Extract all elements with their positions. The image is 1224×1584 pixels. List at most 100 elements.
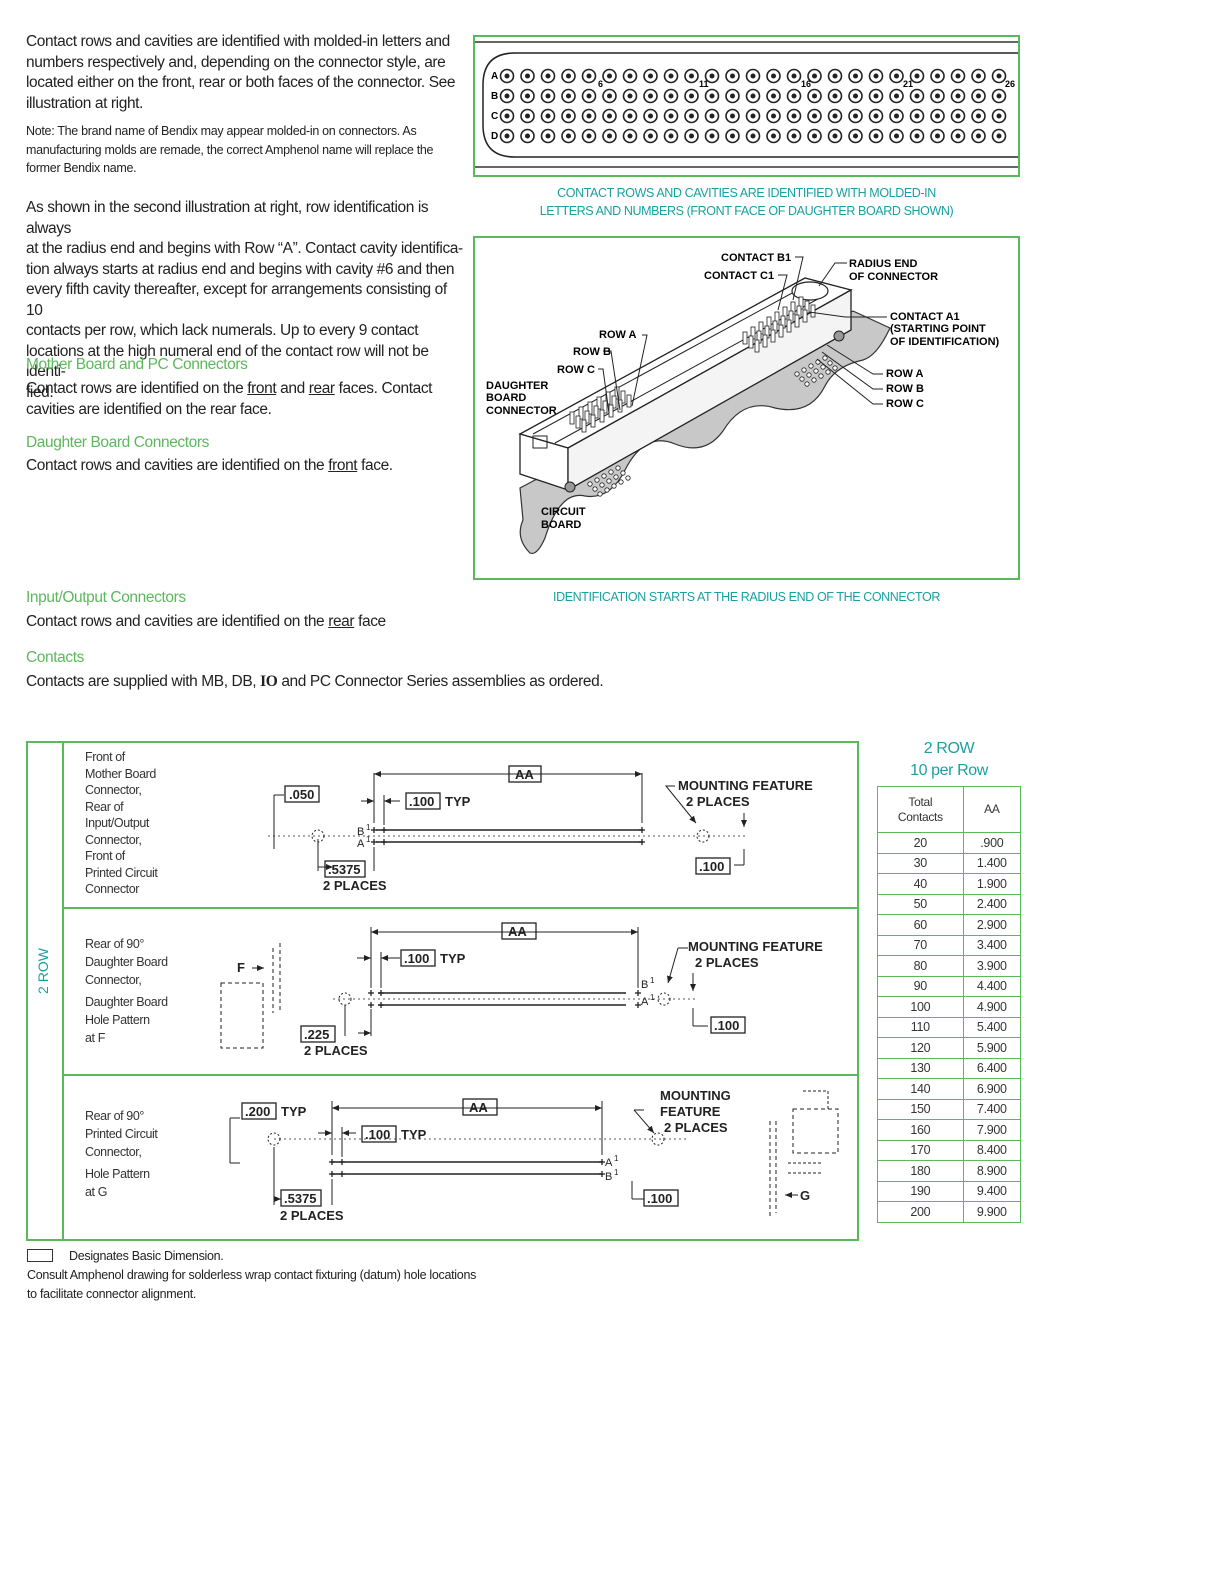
connector-face-drawing: A B C D 6 11 16 21 26 xyxy=(475,41,1018,168)
dim-5375-1: .5375 xyxy=(328,862,361,877)
contact-pin xyxy=(955,73,961,79)
contact-pin xyxy=(812,93,817,99)
dim-100-typ-1: .100 xyxy=(409,794,434,809)
label-circuit: CIRCUIT xyxy=(541,506,586,518)
panel3-drawing xyxy=(229,1090,839,1217)
connector-pin xyxy=(620,390,626,404)
total-contacts-cell: 130 xyxy=(877,1057,964,1079)
contact-pin xyxy=(771,93,776,99)
contact-pin xyxy=(730,113,735,119)
connector-pin xyxy=(786,319,792,333)
contact-pin xyxy=(566,113,571,119)
label-row-b-right: ROW B xyxy=(886,383,924,395)
contact-pin xyxy=(525,93,530,99)
aa-value-cell: 5.900 xyxy=(962,1037,1022,1059)
dim-aa-2: AA xyxy=(508,924,527,939)
io-text: Contact rows and cavities are identified… xyxy=(26,613,386,630)
contact-pin xyxy=(689,133,694,139)
contact-pin xyxy=(648,133,653,139)
aa-value-cell: 6.900 xyxy=(962,1078,1022,1100)
contact-pin xyxy=(668,73,674,79)
superscript-2a: 1 xyxy=(650,976,655,985)
dim-050: .050 xyxy=(289,787,314,802)
contact-pin xyxy=(545,113,551,119)
header-aa: AA xyxy=(962,786,1022,833)
contact-pin xyxy=(668,93,674,99)
connector-pin xyxy=(590,414,596,428)
connector-pin xyxy=(593,405,599,419)
label-daughter-3: CONNECTOR xyxy=(486,405,557,417)
contact-pin xyxy=(668,113,674,119)
contact-pin xyxy=(812,133,817,139)
connector-pin xyxy=(810,304,816,318)
basic-dimension-note: Designates Basic Dimension. xyxy=(69,1249,224,1263)
row-b-marker-1: B xyxy=(357,826,364,838)
board-hole xyxy=(811,377,817,383)
board-hole xyxy=(806,372,812,378)
contact-pin xyxy=(525,133,530,139)
board-hole xyxy=(820,364,826,370)
panel3-description: Rear of 90° Printed Circuit Connector, H… xyxy=(85,1109,158,1199)
contact-pin xyxy=(955,133,961,139)
connector-pin xyxy=(584,410,590,424)
connector-pin xyxy=(762,334,768,348)
daughter-board-text: Contact rows and cavities are identified… xyxy=(26,457,393,474)
total-contacts-cell: 80 xyxy=(877,955,964,977)
intro-paragraph-2: As shown in the second illustration at r… xyxy=(26,199,463,401)
contact-pin xyxy=(812,113,817,119)
contact-pin xyxy=(996,113,1002,119)
isometric-connector-figure: CONTACT B1 CONTACT C1 RADIUS END OF CONN… xyxy=(473,236,1020,580)
contact-pin xyxy=(607,113,612,119)
contacts-text: Contacts are supplied with MB, DB, IO an… xyxy=(26,673,604,690)
cavity-number-26: 26 xyxy=(1005,79,1015,89)
row-b-marker-2: B xyxy=(641,979,648,991)
dim-225: .225 xyxy=(304,1027,329,1042)
contact-pin xyxy=(771,113,776,119)
contact-pin xyxy=(525,73,530,79)
contact-pin xyxy=(955,93,961,99)
label-contact-a1: CONTACT A1 xyxy=(890,311,960,323)
total-contacts-cell: 190 xyxy=(877,1180,964,1202)
places-label-3: 2 PLACES xyxy=(280,1208,344,1223)
contact-pin xyxy=(791,113,797,119)
panel1-description: Front of Mother Board Connector, Rear of… xyxy=(85,750,158,896)
connector-pin xyxy=(596,396,602,410)
daughter-board-heading: Daughter Board Connectors xyxy=(26,434,210,451)
connector-pin xyxy=(770,329,776,343)
board-hole xyxy=(801,367,807,373)
basic-dimension-symbol xyxy=(27,1249,53,1262)
contact-pin xyxy=(853,113,858,119)
superscript-1b: 1 xyxy=(366,835,371,844)
contact-pin xyxy=(648,113,653,119)
total-contacts-cell: 30 xyxy=(877,852,964,874)
dim-100-typ-3: .100 xyxy=(365,1127,390,1142)
contact-pin xyxy=(914,93,920,99)
panel-divider-2 xyxy=(64,1074,859,1076)
contact-pin xyxy=(750,73,756,79)
mounting-feature-3b: FEATURE xyxy=(660,1104,721,1119)
board-hole xyxy=(613,474,619,480)
contact-pin xyxy=(689,73,694,79)
contact-pin xyxy=(586,133,592,139)
contact-pin xyxy=(976,133,981,139)
pattern-g-label: G xyxy=(800,1188,810,1203)
aa-value-cell: 9.400 xyxy=(962,1180,1022,1202)
contact-pin xyxy=(853,93,858,99)
mounting-places-2: 2 PLACES xyxy=(695,955,759,970)
label-radius-end-2: OF CONNECTOR xyxy=(849,271,938,283)
contact-pin xyxy=(853,73,858,79)
total-contacts-cell: 70 xyxy=(877,934,964,956)
contact-pin xyxy=(504,133,510,139)
mounting-feature-3a: MOUNTING xyxy=(660,1088,731,1103)
intro-paragraph-1: Contact rows and cavities are identified… xyxy=(26,33,456,112)
connector-pin xyxy=(754,339,760,353)
mounting-places-1: 2 PLACES xyxy=(686,794,750,809)
board-hole xyxy=(827,360,833,366)
contact-pin xyxy=(566,73,571,79)
contact-pin xyxy=(832,133,838,139)
